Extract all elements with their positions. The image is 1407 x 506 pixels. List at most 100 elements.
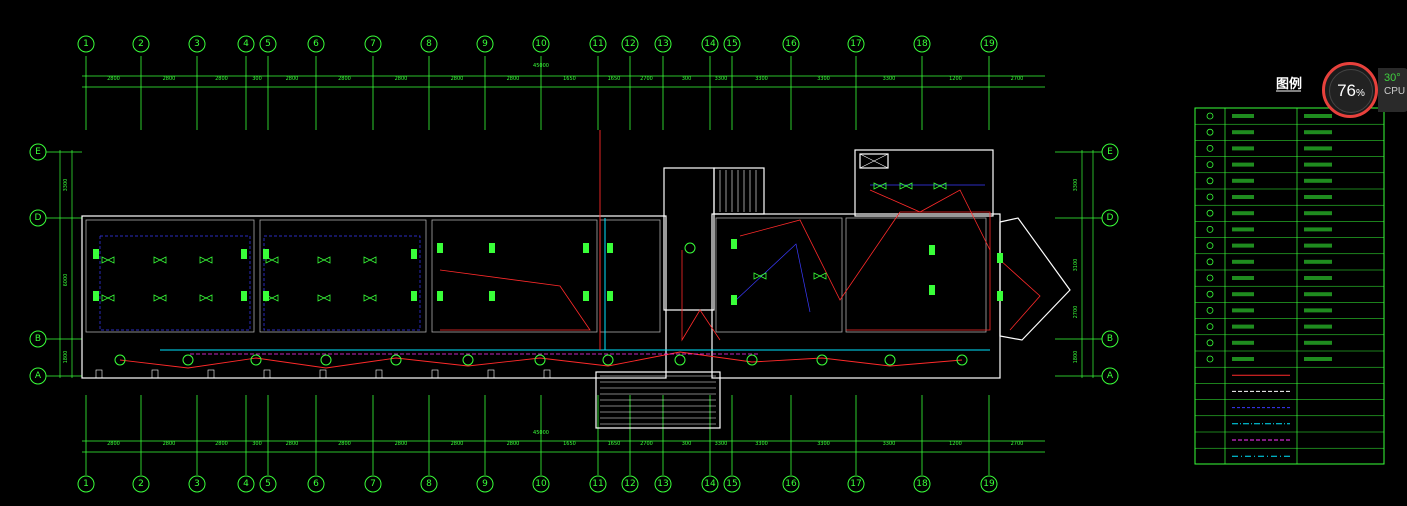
axis-label-4: 4 [243,479,249,489]
axis-bubble-top [364,35,382,53]
wall-light-icon [93,291,99,301]
legend-note-glyph [1304,259,1332,264]
axis-label-16: 16 [785,479,797,489]
axis-label-3: 3 [194,479,200,489]
axis-bubbles: 1122334455667788991010111112121313141415… [29,35,1119,493]
ceiling-fan-icon [905,182,913,190]
dim-text-top: 2800 [286,76,299,82]
legend-note-glyph [1304,114,1332,118]
ceiling-light-icon [816,354,828,366]
ceiling-light-icon [534,354,546,366]
legend-symbol-icon [1206,242,1214,250]
dim-text-bottom: 2800 [338,441,351,447]
legend-symbol-icon [1206,193,1214,201]
circuit-room1-blue [99,235,251,331]
dim-text-top: 300 [252,76,262,82]
dim-text-top: 2800 [215,76,228,82]
axis-label-19: 19 [983,39,995,49]
legend-note-glyph [1304,357,1332,361]
building-walls [81,149,1071,429]
axis-label-10: 10 [535,39,547,49]
ceiling-light-icon [114,354,126,366]
circuit-annex-red [869,189,991,251]
ceiling-light-icon [674,354,686,366]
wall-left-block [81,215,667,379]
wall-light-icon [263,249,269,259]
axis-label-1: 1 [83,39,89,49]
legend-note-glyph [1304,178,1332,183]
axis-bubble-bottom [980,475,998,493]
axis-bubble-top [782,35,800,53]
ceiling-light-icon [884,354,896,366]
axis-label-5: 5 [265,479,271,489]
axis-label-13: 13 [657,479,668,489]
axis-label-4: 4 [243,39,249,49]
axis-bubble-right [1101,143,1119,161]
ceiling-fan-icon [813,272,821,280]
axis-label-E: E [35,147,41,157]
wall-right-block [711,213,1001,379]
axis-bubble-right [1101,209,1119,227]
legend-desc-glyph [1232,292,1254,297]
circuit-stair-red [681,250,721,342]
axis-label-14: 14 [704,479,716,489]
axis-bubble-left [29,367,47,385]
dim-text-top: 2700 [1011,76,1024,82]
wall-light-icon [489,243,495,253]
dim-text-bottom: 2800 [507,441,520,447]
axis-bubble-bottom [77,475,95,493]
axis-bubble-top [77,35,95,53]
axis-bubble-top [980,35,998,53]
legend-desc-glyph [1232,162,1254,167]
legend-symbol-icon [1206,258,1214,266]
wall-light-icon [929,285,935,295]
circuit-corridor-red [119,351,963,369]
equipment-cross [859,153,889,169]
ceiling-fan-icon [369,294,377,302]
axis-label-19: 19 [983,479,995,489]
wall-light-icon [607,243,613,253]
column-stub [263,369,271,379]
ceiling-light-icon [746,354,758,366]
axis-label-15: 15 [726,39,737,49]
wall-light-icon [93,249,99,259]
column-stub [431,369,439,379]
dim-text-bottom: 300 [252,441,262,447]
cpu-monitor-widget[interactable]: 76% 30° CPU [1322,62,1407,118]
axis-label-9: 9 [482,39,488,49]
dim-text-top: 2700 [640,76,653,82]
dim-text-top: 3300 [883,76,896,82]
legend-desc-glyph [1232,227,1254,232]
dim-text-bottom: 2700 [1011,441,1024,447]
room-5 [715,217,843,333]
legend-note-glyph [1304,292,1332,297]
axis-bubble-bottom [589,475,607,493]
ceiling-fan-icon [317,294,325,302]
dim-text-bottom: 1200 [949,441,962,447]
dim-text-bottom: 3300 [755,441,768,447]
room-6 [845,217,987,333]
wall-light-icon [437,243,443,253]
legend-desc-glyph [1232,130,1254,135]
legend-symbol-icon [1206,225,1214,233]
axis-label-9: 9 [482,479,488,489]
wall-entrance-stair [595,371,721,429]
dim-text-bottom: 1650 [608,441,621,447]
legend-note-glyph [1304,211,1332,216]
wall-light-icon [607,291,613,301]
ceiling-fan-icon [101,294,109,302]
dim-text-bottom: 1650 [563,441,576,447]
cpu-secondary-value: 30° [1384,72,1401,84]
dim-text-right: 1800 [1073,351,1079,364]
legend-note-glyph [1304,324,1332,329]
axis-label-11: 11 [592,479,603,489]
ceiling-fan-icon [153,294,161,302]
axis-bubble-bottom [364,475,382,493]
wall-light-icon [411,249,417,259]
axis-label-D: D [35,213,42,223]
legend-title: 图例 [1276,76,1302,92]
axis-bubble-bottom [237,475,255,493]
axis-label-8: 8 [426,39,432,49]
axis-bubble-bottom [132,475,150,493]
